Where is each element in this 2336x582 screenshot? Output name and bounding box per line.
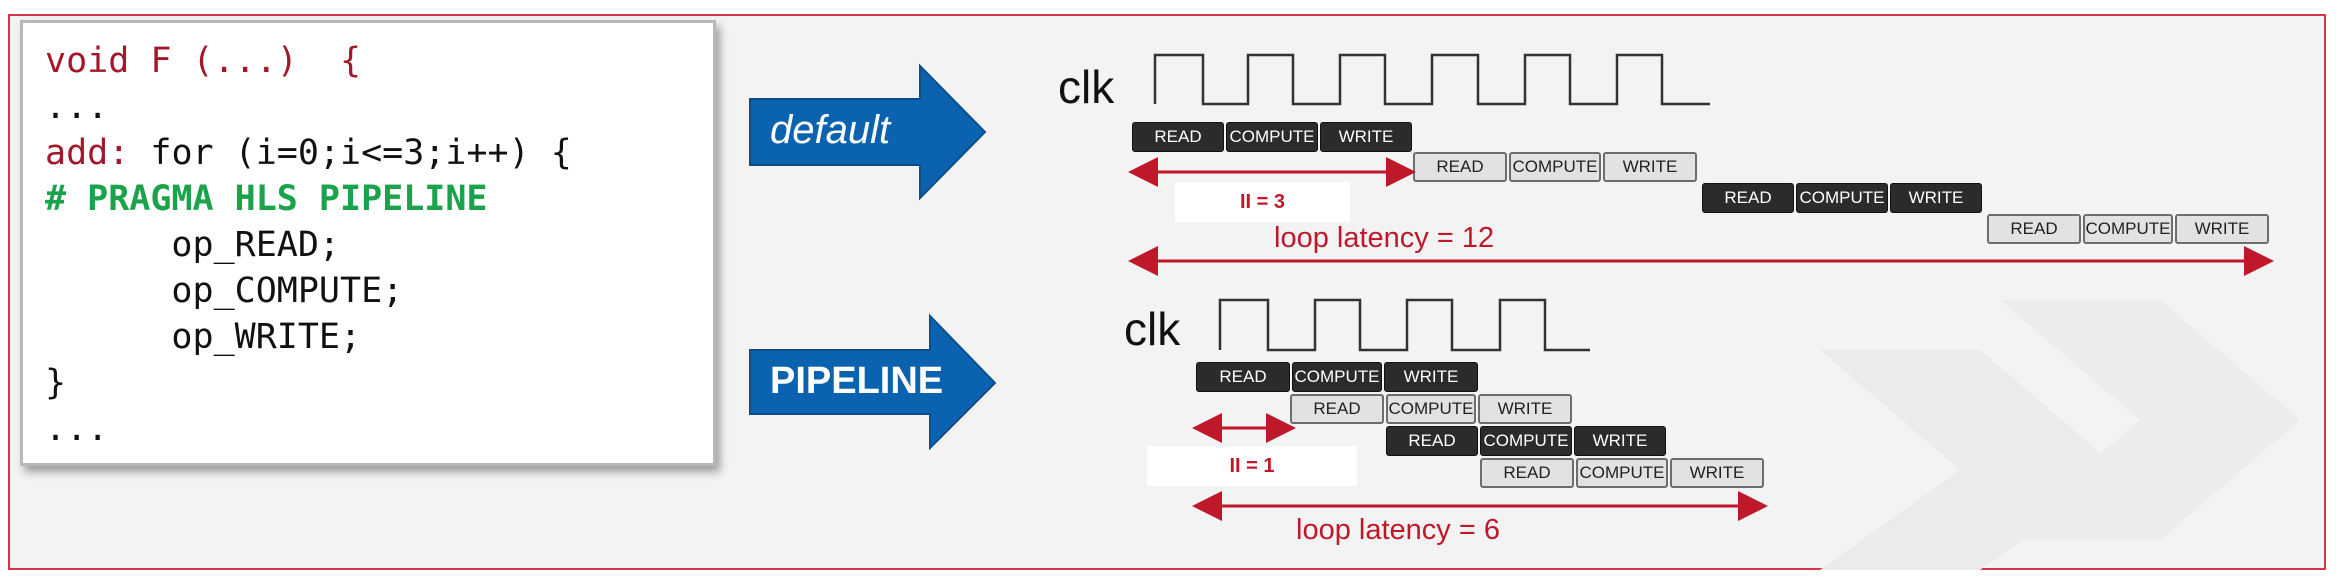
default-iter4-read: READ: [1987, 214, 2081, 244]
default-iter2-write: WRITE: [1603, 152, 1697, 182]
default-ii-label: II = 3: [1175, 182, 1350, 222]
code-line-ellipsis-bottom: ...: [45, 409, 109, 449]
code-line-pragma: # PRAGMA HLS PIPELINE: [45, 179, 488, 219]
default-iter3-write: WRITE: [1890, 183, 1982, 213]
default-iter4-compute: COMPUTE: [2083, 214, 2173, 244]
default-latency-label: loop latency = 12: [1274, 222, 1495, 254]
pipeline-ii-label: II = 1: [1147, 446, 1357, 486]
code-line-ellipsis-top: ...: [45, 87, 109, 127]
default-iter2-compute: COMPUTE: [1509, 152, 1601, 182]
pipeline-iter3-read: READ: [1386, 426, 1478, 456]
default-iter3-compute: COMPUTE: [1796, 183, 1888, 213]
pipeline-latency-label: loop latency = 6: [1296, 514, 1500, 546]
default-iter4-write: WRITE: [2175, 214, 2269, 244]
loop-header: for (i=0;i<=3;i++) {: [129, 133, 572, 173]
pipeline-clk-label: clk: [1124, 303, 1181, 355]
pipeline-iter3-write: WRITE: [1574, 426, 1666, 456]
pipeline-iter2-compute: COMPUTE: [1386, 394, 1476, 424]
default-iter1-write: WRITE: [1320, 122, 1412, 152]
pipeline-iter2-write: WRITE: [1478, 394, 1572, 424]
pipeline-iter2-read: READ: [1290, 394, 1384, 424]
pipeline-arrow-shape: [749, 313, 997, 451]
default-arrow-label: default: [770, 108, 891, 152]
pipeline-iter1-write: WRITE: [1384, 362, 1478, 392]
default-arrow-shape: [749, 63, 987, 201]
code-panel: void F (...) { ... add: for (i=0;i<=3;i+…: [20, 20, 716, 466]
loop-label: add:: [45, 133, 130, 173]
code-line-read: op_READ;: [45, 225, 341, 265]
pipeline-iter4-compute: COMPUTE: [1576, 458, 1668, 488]
default-clk-label: clk: [1058, 61, 1115, 113]
code-line-write: op_WRITE;: [45, 317, 362, 357]
pipeline-iter3-compute: COMPUTE: [1480, 426, 1572, 456]
pipeline-arrow-label: PIPELINE: [770, 360, 944, 402]
code-line-function: void F (...) {: [45, 41, 362, 81]
pipeline-iter4-write: WRITE: [1670, 458, 1764, 488]
default-iter1-read: READ: [1132, 122, 1224, 152]
pipeline-iter1-read: READ: [1196, 362, 1290, 392]
pipeline-iter4-read: READ: [1480, 458, 1574, 488]
default-iter3-read: READ: [1702, 183, 1794, 213]
code-line-compute: op_COMPUTE;: [45, 271, 404, 311]
code-line-close-brace: }: [45, 363, 67, 403]
default-iter1-compute: COMPUTE: [1226, 122, 1318, 152]
pipeline-iter1-compute: COMPUTE: [1292, 362, 1382, 392]
default-iter2-read: READ: [1413, 152, 1507, 182]
code-line-loop: add: for (i=0;i<=3;i++) {: [45, 133, 572, 173]
